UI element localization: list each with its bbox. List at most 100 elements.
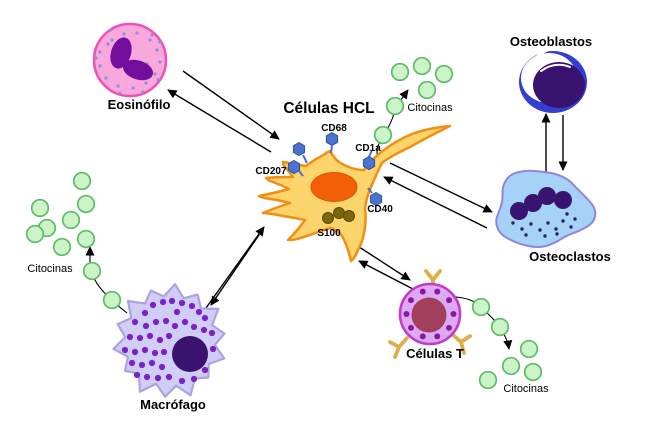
macrophage-granule	[190, 323, 198, 331]
macrophage-granule	[148, 359, 156, 367]
interaction-arrow	[352, 242, 411, 281]
macrophage-granule	[138, 361, 146, 369]
cytokine-circle	[385, 96, 405, 116]
macrophage-granule	[141, 346, 149, 354]
macrophage-granule	[168, 297, 176, 305]
macrophage-cell: Macrófago	[112, 283, 226, 412]
eosinophil-granule	[116, 84, 120, 88]
osteoclast-cell: Osteoclastos	[495, 169, 611, 264]
t-cell: Células T	[388, 269, 472, 361]
macrophage-granule	[146, 332, 154, 340]
interaction-arrow	[383, 176, 488, 229]
osteoclast-nucleus	[524, 194, 542, 212]
macrophage-granules	[121, 297, 217, 385]
tcell-ring-dot	[403, 311, 410, 317]
osteoclast-dots	[511, 212, 577, 238]
cytokine-circle	[373, 125, 393, 145]
tcell-ring-dot	[419, 288, 426, 295]
tcell-ring-dot	[450, 311, 457, 317]
macrophage-granule	[121, 346, 129, 354]
tcell-ring-dot	[446, 297, 453, 304]
hcl-cell: Células HCL CD68 CD207 CD1a CD40 S100	[255, 100, 452, 263]
osteoblast-label: Osteoblastos	[510, 34, 592, 49]
osteoclast-dot	[529, 222, 533, 226]
cytokine-circle	[478, 370, 498, 390]
cd207-label: CD207	[255, 166, 287, 177]
marker-stalk	[298, 170, 304, 177]
tcell-ring-dot	[407, 324, 414, 331]
eosinophil-granule	[131, 86, 135, 90]
cytokine-circle	[82, 261, 102, 281]
cytokine-circle	[61, 210, 81, 230]
cytokine-circle	[390, 62, 410, 82]
cytokine-path	[455, 296, 513, 350]
interaction-arrow	[167, 89, 272, 153]
interaction-arrow	[389, 162, 493, 213]
osteoclast-dot	[524, 233, 528, 237]
eosinophil-granule	[155, 48, 159, 52]
marker-stalk	[330, 145, 333, 154]
macrophage-granule	[165, 373, 173, 381]
tcell-ring-dot	[434, 288, 441, 295]
osteoclast-dot	[554, 227, 558, 231]
eosinophil-granule	[110, 38, 114, 42]
cd1a-label: CD1a	[355, 143, 381, 154]
osteoclast-label: Osteoclastos	[529, 249, 611, 264]
macrophage-granule	[159, 298, 167, 306]
macrophage-granule	[160, 348, 168, 356]
interaction-arrow	[358, 260, 414, 290]
tcell-ring-dot	[446, 324, 453, 331]
osteoclast-nucleus	[510, 202, 528, 220]
macrophage-granule	[158, 363, 166, 371]
cytokine-circle	[72, 171, 92, 191]
tcell-ring-dot	[407, 297, 414, 304]
s100-granules	[322, 207, 355, 224]
eosinophil-granule	[104, 76, 108, 80]
cytokine-circle	[490, 317, 510, 337]
macrophage-granule	[178, 377, 186, 385]
tcell-nucleus	[411, 297, 447, 333]
marker-stalk	[368, 149, 373, 158]
osteoclast-dot	[511, 221, 515, 225]
osteoclast-dot	[520, 227, 524, 231]
marker-hexagons	[287, 131, 383, 207]
cytokine-circle	[417, 80, 437, 100]
interaction-arrow	[210, 231, 262, 306]
osteoblast-cell: Osteoblastos	[510, 34, 592, 113]
macrophage-granule	[156, 336, 164, 344]
macrophage-granule	[171, 322, 179, 330]
cytokine-circle	[102, 290, 122, 310]
marker-stalks	[298, 145, 373, 194]
marker-hexagon-icon	[292, 141, 306, 157]
macrophage-granule	[165, 332, 173, 340]
eosinophil-granule	[94, 56, 98, 60]
macrophage-granule	[133, 371, 141, 379]
osteoclast-dot	[569, 225, 573, 229]
osteoclast-dot	[561, 219, 565, 223]
osteoclast-dot	[565, 212, 569, 216]
macrophage-label: Macrófago	[140, 397, 206, 412]
cytokines-top: Citocinas	[373, 56, 454, 166]
cytokine-circles	[25, 171, 122, 310]
cytokine-circle	[76, 194, 96, 214]
macrophage-granule	[131, 318, 139, 326]
interaction-arrow	[182, 70, 280, 140]
macrophage-granule	[142, 322, 150, 330]
cd40-label: CD40	[367, 204, 393, 215]
tcr-receptor-icon	[388, 336, 409, 359]
osteoclast-dot	[543, 234, 547, 238]
eosinophil-nucleus-lobe	[122, 59, 154, 81]
marker-hexagon-icon	[325, 131, 339, 147]
tcr-receptor-icon	[450, 332, 472, 355]
eosinophil-granule	[109, 28, 113, 32]
eosinophil-granule	[156, 78, 160, 82]
osteoblast-nucleus	[533, 62, 585, 108]
cytokines-top-label: Citocinas	[407, 102, 453, 114]
cytokine-circle	[519, 339, 539, 359]
cytokine-circles	[471, 297, 543, 390]
osteoclast-nuclei	[510, 187, 572, 220]
eosinophil-granule	[98, 50, 102, 54]
macrophage-granule	[208, 329, 216, 337]
macrophage-granule	[200, 326, 208, 334]
